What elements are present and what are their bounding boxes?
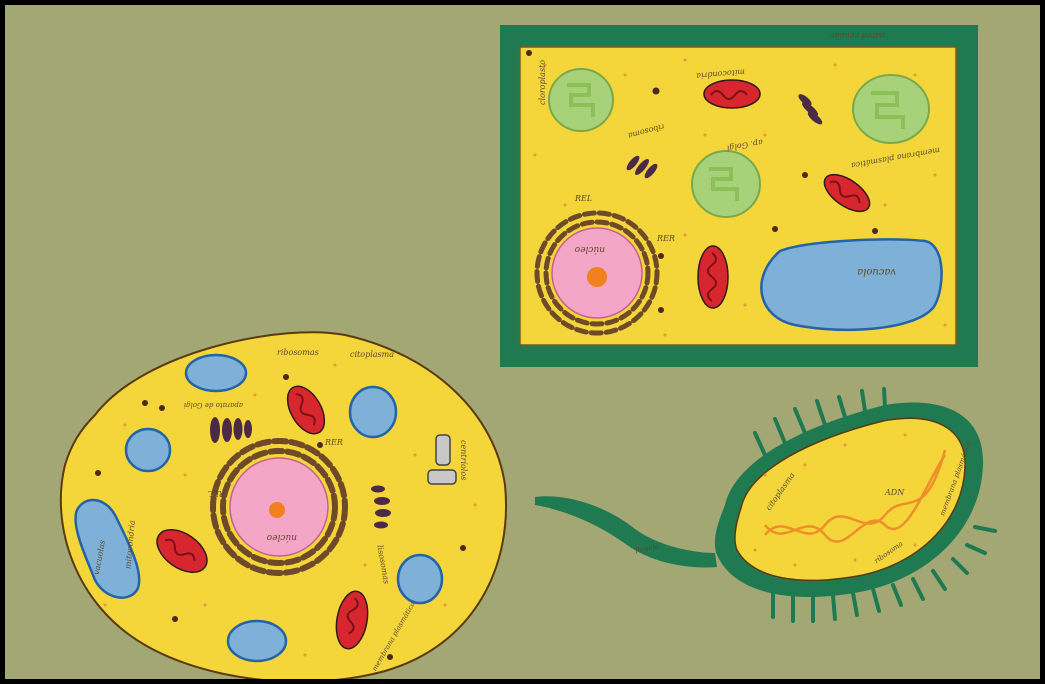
- label-plant-nucleus: núcleo: [574, 244, 605, 255]
- animal-cell: ribosomas citoplasma aparato de Golgi ce…: [61, 332, 506, 682]
- label-plant-vacuole: vacuola: [857, 266, 896, 277]
- label-animal-nucleus: núcleo: [266, 532, 297, 543]
- mitochondrion: [698, 246, 728, 308]
- label-animal-cytoplasm: citoplasma: [350, 350, 394, 359]
- label-plant-chloroplast: cloroplasto: [538, 60, 547, 105]
- mitochondrion: [704, 80, 760, 108]
- animal-nucleolus: [269, 502, 285, 518]
- label-plant-ser: REL: [574, 194, 592, 203]
- chloroplast: [549, 69, 613, 131]
- plant-vacuole: [761, 239, 941, 329]
- label-animal-ser: REL: [208, 489, 226, 498]
- label-animal-golgi: aparato de Golgi: [184, 401, 243, 409]
- label-animal-rer: RER: [324, 438, 343, 447]
- bacterium: flagelo citoplasma ADN membrana plasmáti…: [535, 389, 995, 621]
- chloroplast: [692, 151, 760, 217]
- plant-nucleolus: [587, 267, 607, 287]
- label-animal-centrioles: centríolos: [459, 440, 468, 480]
- bacterium-flagellum: [535, 496, 717, 567]
- chloroplast: [853, 75, 929, 143]
- label-bacterium-dna: ADN: [884, 488, 905, 497]
- label-animal-ribosomes: ribosomas: [277, 348, 319, 357]
- plant-cell: vacuola núcleo cloroplasto ribosoma pare…: [500, 25, 978, 367]
- label-plant-rer: RER: [656, 234, 675, 243]
- photo-scene: vacuola núcleo cloroplasto ribosoma pare…: [5, 5, 1045, 684]
- label-plant-cell-wall: pared celular: [830, 31, 885, 40]
